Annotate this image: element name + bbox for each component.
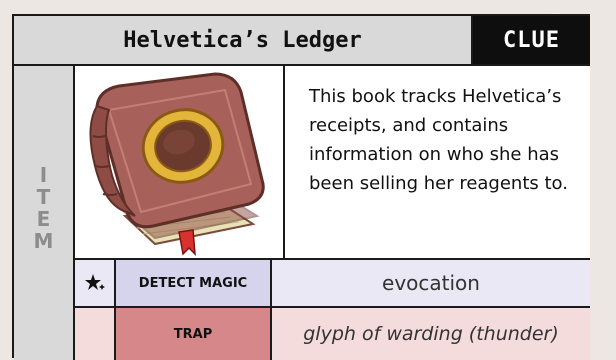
detect-magic-row: DETECT MAGIC evocation [75, 260, 590, 308]
side-label: I T E M [14, 66, 75, 360]
book-with-gold-ring-icon [89, 72, 265, 256]
side-letter: T [36, 185, 51, 209]
card-title: Helvetica’s Ledger [14, 16, 473, 64]
detect-magic-label: DETECT MAGIC [116, 260, 272, 306]
card-header: Helvetica’s Ledger CLUE [14, 16, 590, 66]
item-illustration [75, 66, 285, 260]
detect-magic-value: evocation [382, 271, 480, 295]
item-description: This book tracks Helvetica’s receipts, a… [285, 66, 590, 260]
trap-value: glyph of warding (thunder) [303, 323, 559, 345]
side-letter: I [39, 163, 48, 187]
trap-row: TRAP glyph of warding (thunder) [75, 308, 590, 360]
trap-icon-cell [75, 308, 116, 360]
trap-label: TRAP [116, 308, 272, 360]
card-tag: CLUE [473, 16, 590, 64]
side-letter: M [33, 229, 54, 253]
side-letter: E [36, 207, 51, 231]
item-card: Helvetica’s Ledger CLUE I T E M [12, 14, 590, 360]
sparkle-star-icon [75, 260, 116, 306]
